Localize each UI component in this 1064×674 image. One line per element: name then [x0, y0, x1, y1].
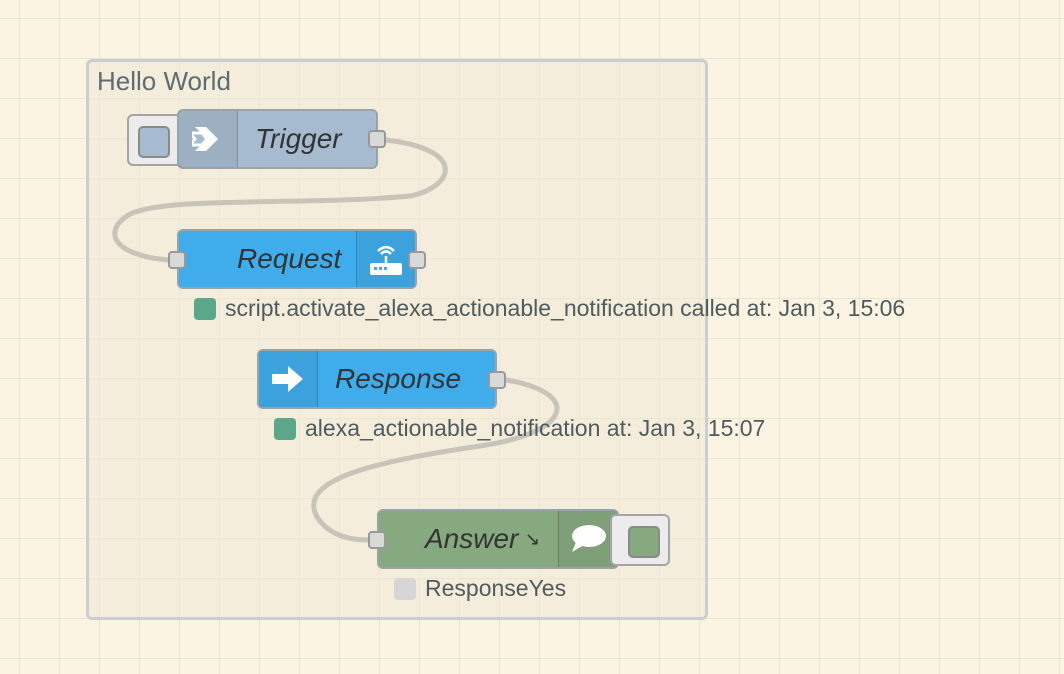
answer-input-port[interactable]: [368, 531, 386, 549]
status-request-dot: [194, 297, 216, 320]
status-request-text: script.activate_alexa_actionable_notific…: [225, 295, 906, 321]
debug-arrow-icon: ↘: [525, 529, 541, 549]
status-request: script.activate_alexa_actionable_notific…: [194, 295, 905, 322]
status-response-dot: [274, 417, 296, 440]
response-output-port[interactable]: [488, 371, 506, 389]
arrow-right-icon: [259, 351, 318, 407]
group-label: Hello World: [97, 66, 231, 96]
router-wifi-icon: [356, 231, 415, 287]
status-response: alexa_actionable_notification at: Jan 3,…: [274, 415, 765, 442]
request-input-port[interactable]: [168, 251, 186, 269]
node-request[interactable]: Request: [177, 229, 417, 289]
node-response[interactable]: Response: [257, 349, 497, 409]
answer-debug-toggle[interactable]: [610, 514, 670, 566]
status-answer: ResponseYes: [394, 575, 566, 602]
node-request-label: Request: [237, 243, 342, 274]
status-answer-text: ResponseYes: [425, 575, 567, 601]
node-answer-label: Answer: [425, 523, 519, 554]
node-answer[interactable]: Answer ↘: [377, 509, 619, 569]
status-response-text: alexa_actionable_notification at: Jan 3,…: [305, 415, 766, 441]
node-trigger-label: Trigger: [255, 123, 342, 154]
inject-arrow-icon: [179, 111, 238, 167]
node-trigger[interactable]: Trigger: [177, 109, 378, 169]
speech-bubble-icon: [558, 511, 617, 567]
trigger-output-port[interactable]: [368, 130, 386, 148]
request-output-port[interactable]: [408, 251, 426, 269]
node-response-label: Response: [335, 363, 462, 394]
status-answer-dot: [394, 577, 416, 600]
